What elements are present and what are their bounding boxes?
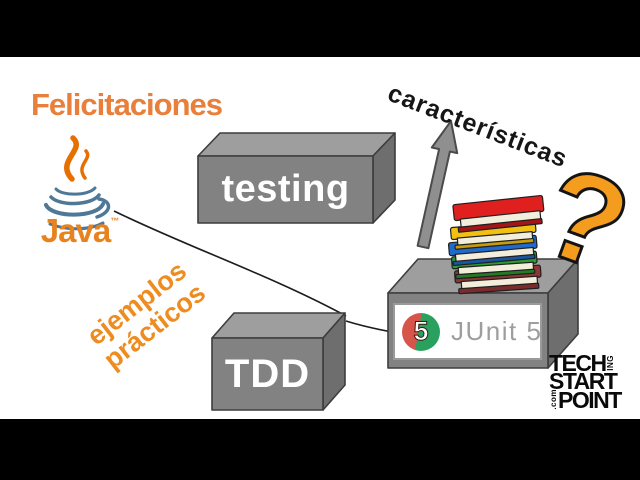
java-wordmark: Java™ <box>36 212 124 250</box>
brand-point: POINT <box>558 386 622 413</box>
testing-box <box>197 132 396 224</box>
brand-row-point: .com POINT <box>549 386 622 413</box>
java-trademark: ™ <box>110 216 120 226</box>
tdd-box-label: TDD <box>224 351 311 396</box>
java-cup-icon <box>44 186 111 231</box>
junit5-badge: 5 JUnit 5 <box>393 303 542 360</box>
brand-dotcom: .com <box>549 389 558 411</box>
letterbox-bottom <box>0 419 640 480</box>
junit5-logo-icon: 5 <box>402 312 440 351</box>
tdd-box <box>211 312 346 411</box>
brand-start: START <box>549 368 618 395</box>
letterbox-top <box>0 0 640 57</box>
java-logo <box>44 135 111 231</box>
java-wordmark-text: Java <box>40 212 111 249</box>
brand-tech: TECH <box>549 350 607 376</box>
congrats-heading: Felicitaciones <box>31 87 223 122</box>
testing-box-label: testing <box>221 168 350 210</box>
books-icon <box>447 194 545 295</box>
java-steam-icon <box>64 135 90 182</box>
brand-logo: TECH ING START .com POINT <box>549 350 622 413</box>
junit5-label: JUnit 5 <box>451 316 543 346</box>
brand-row-start: START <box>549 368 621 395</box>
brand-row-tech: TECH ING <box>549 350 621 376</box>
brand-ing: ING <box>605 355 615 371</box>
up-arrow-icon <box>416 120 459 250</box>
